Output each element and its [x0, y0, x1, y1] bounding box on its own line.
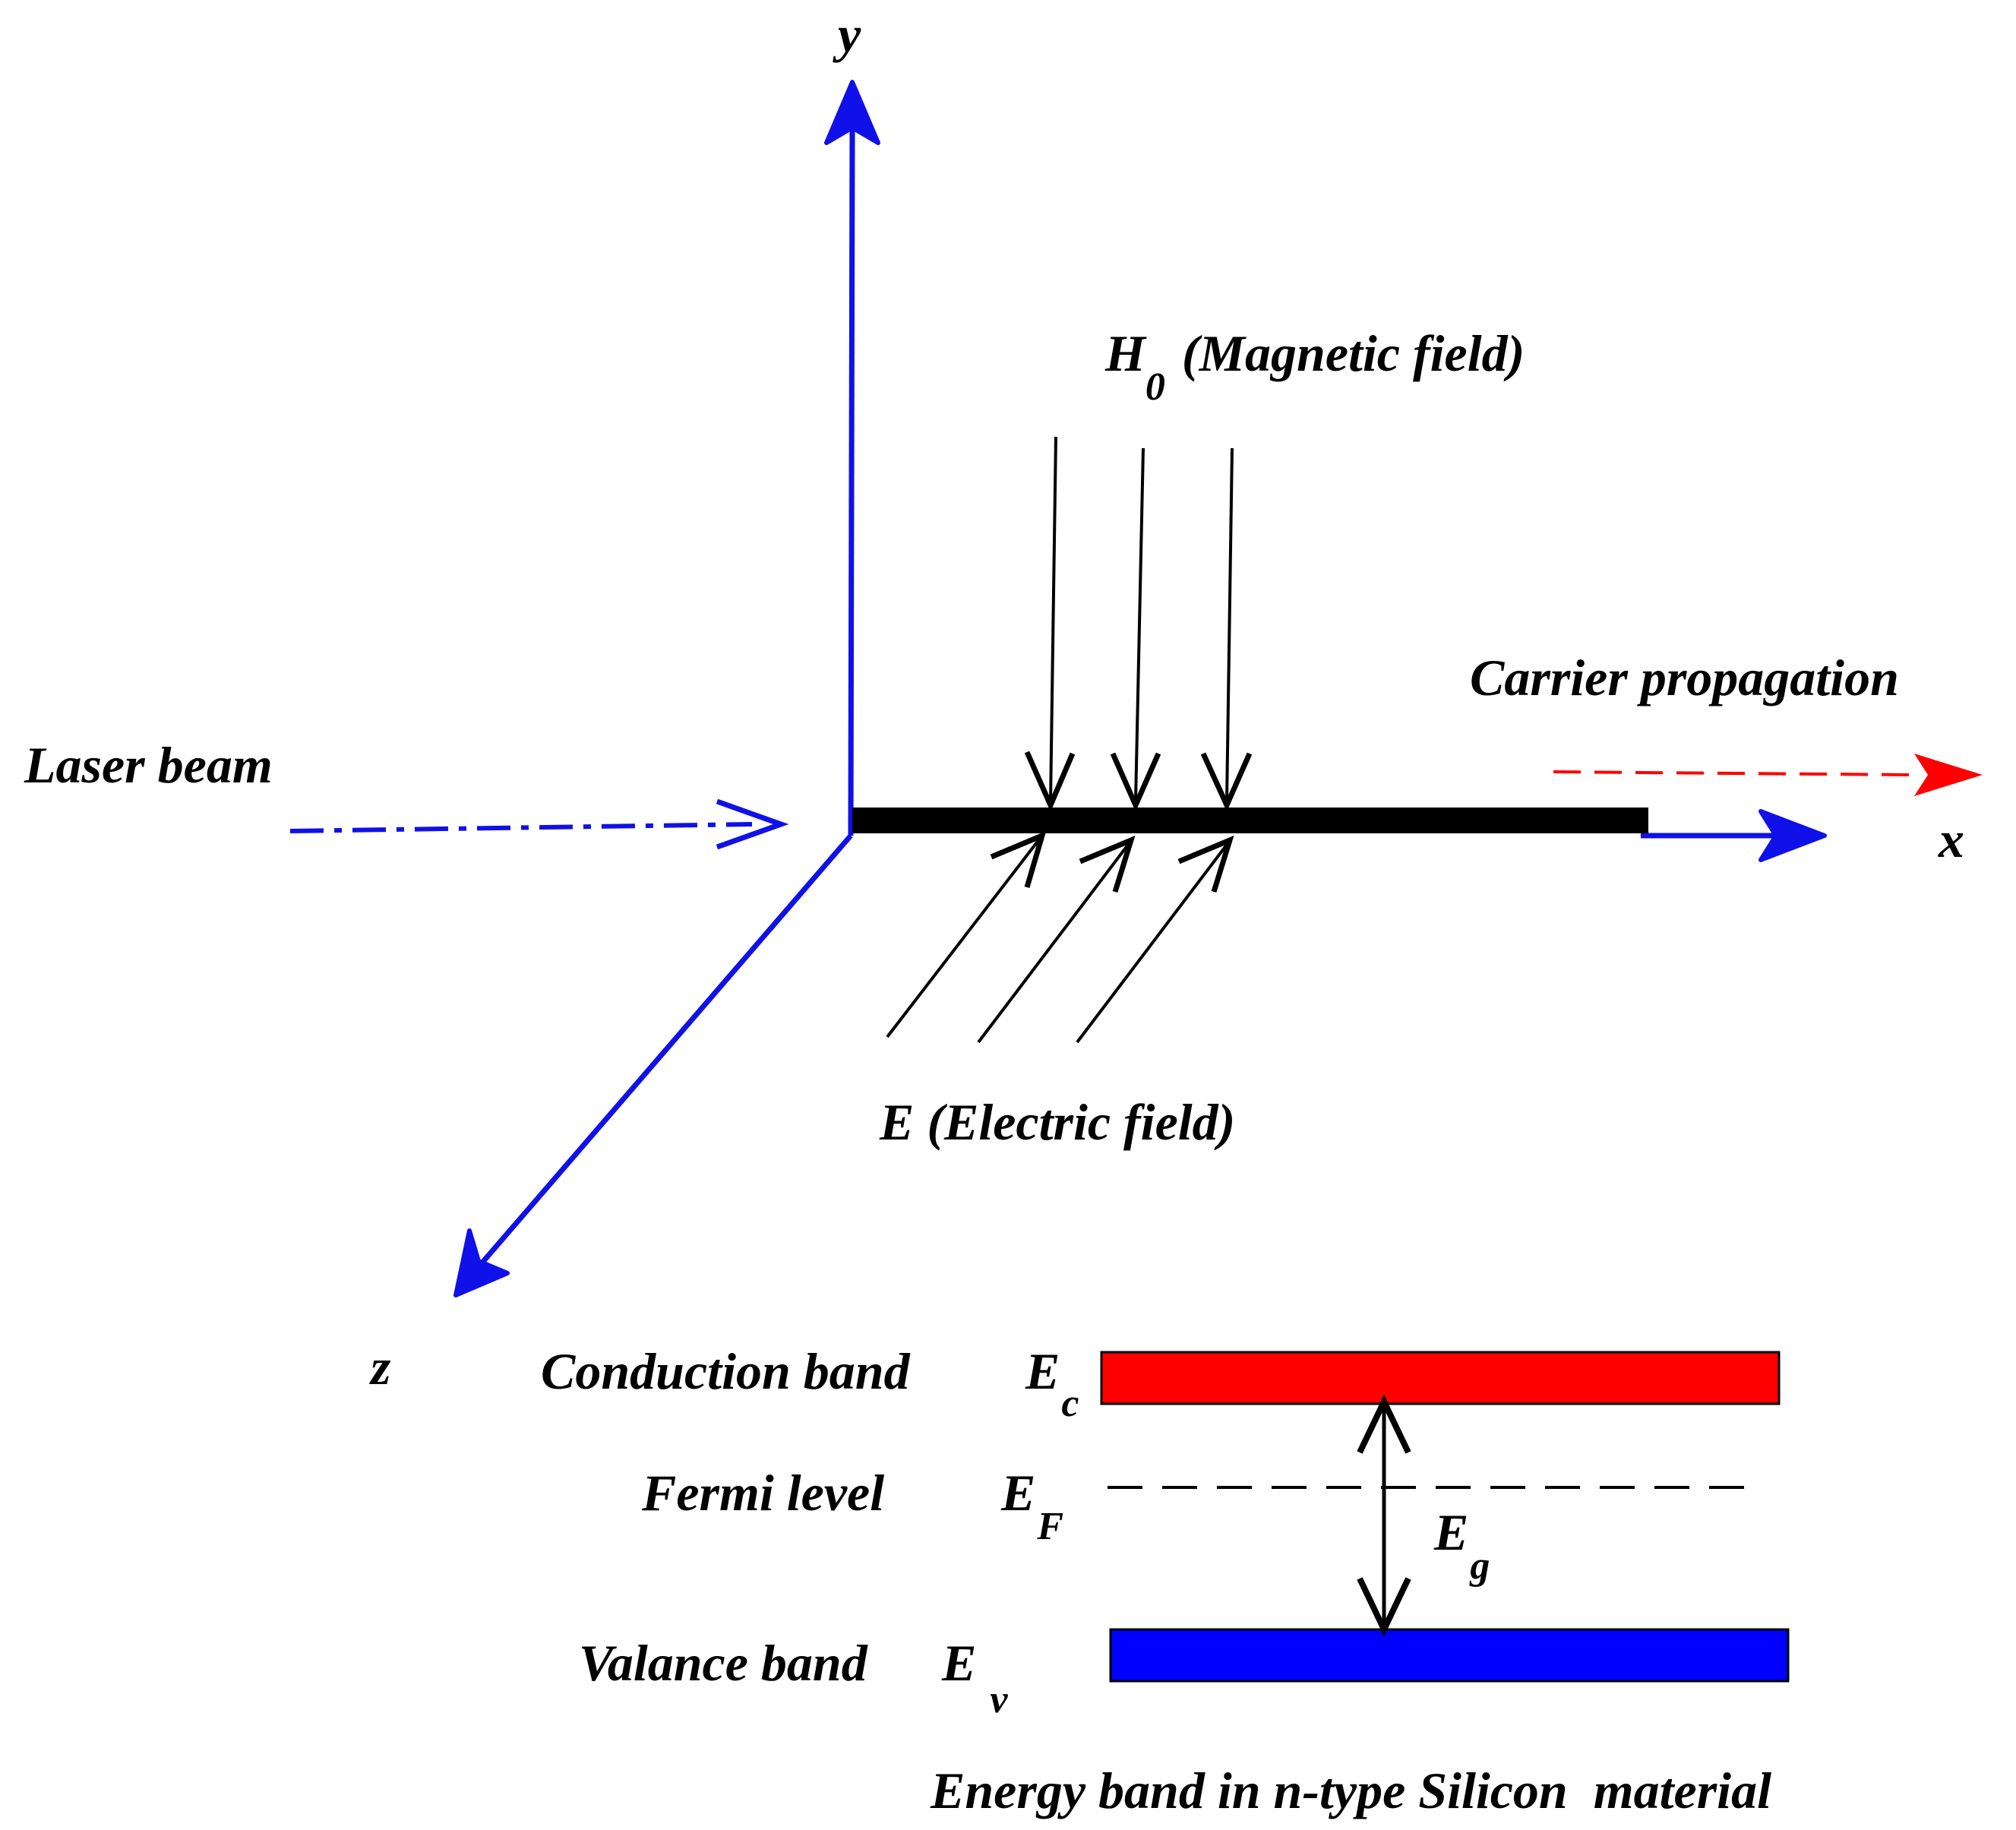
- x-axis-label: x: [1938, 811, 1964, 868]
- magnetic-field-arrow-3: [1200, 447, 1253, 812]
- fermi-level-label: Fermi level: [641, 1464, 884, 1522]
- magnetic-field-arrows: [1024, 436, 1253, 812]
- energy-band-diagram: [1100, 1351, 1790, 1683]
- electric-field-arrow-3: [1076, 835, 1234, 1044]
- valence-band-label: Valance band: [579, 1634, 868, 1692]
- y-axis-label: y: [833, 5, 861, 63]
- band-gap-label: Eg: [1433, 1503, 1490, 1588]
- electric-field-label: E (Electric field): [879, 1093, 1235, 1151]
- electric-field-arrows: [886, 830, 1234, 1044]
- z-axis-label: z: [369, 1338, 391, 1395]
- carrier-propagation-label: Carrier propagation: [1470, 649, 1899, 706]
- magnetic-field-arrow-2: [1110, 447, 1161, 812]
- valence-band-text: Valance band: [579, 1634, 868, 1692]
- magnetic-field-subscript: 0: [1145, 365, 1165, 409]
- valence-band-energy: Ev: [941, 1634, 1008, 1721]
- conduction-band-subscript: c: [1061, 1382, 1079, 1425]
- x-axis: [1641, 809, 1827, 862]
- conduction-band-label: Conduction band: [541, 1342, 911, 1400]
- magnetic-field-arrow-1: [1024, 436, 1076, 812]
- z-axis: [453, 833, 853, 1297]
- fermi-level-text: Fermi level: [641, 1464, 884, 1522]
- y-axis: [824, 80, 880, 836]
- valence-band-bar: [1109, 1628, 1790, 1683]
- fermi-level-energy: EF: [1000, 1464, 1063, 1548]
- conduction-band-energy: Ec: [1025, 1342, 1079, 1425]
- conduction-band-text: Conduction band: [541, 1342, 911, 1400]
- x-axis-arrowhead: [1758, 809, 1827, 862]
- z-axis-arrowhead: [453, 1228, 510, 1297]
- laser-beam-label: Laser beam: [24, 736, 273, 794]
- semiconductor-sample-rod: [852, 808, 1648, 833]
- electric-field-arrow-1: [886, 830, 1047, 1038]
- fermi-level-subscript: F: [1036, 1505, 1063, 1548]
- laser-beam-arrow: [289, 798, 789, 850]
- carrier-propagation-arrow: [1553, 754, 1983, 796]
- energy-band-caption: Energy band in n-type Silicon material: [930, 1762, 1771, 1819]
- valence-band-subscript: v: [990, 1678, 1008, 1721]
- carrier-arrowhead: [1914, 754, 1983, 796]
- magnetic-field-label: H0 (Magnetic field): [1104, 324, 1525, 409]
- y-axis-arrowhead: [824, 80, 880, 145]
- conduction-band-bar: [1100, 1351, 1781, 1405]
- magnetic-field-symbol: H: [1104, 324, 1147, 382]
- band-gap-arrow: [1357, 1394, 1411, 1637]
- electric-field-arrow-2: [977, 835, 1136, 1044]
- magnetic-field-text: (Magnetic field): [1182, 324, 1525, 382]
- band-gap-subscript: g: [1469, 1544, 1490, 1588]
